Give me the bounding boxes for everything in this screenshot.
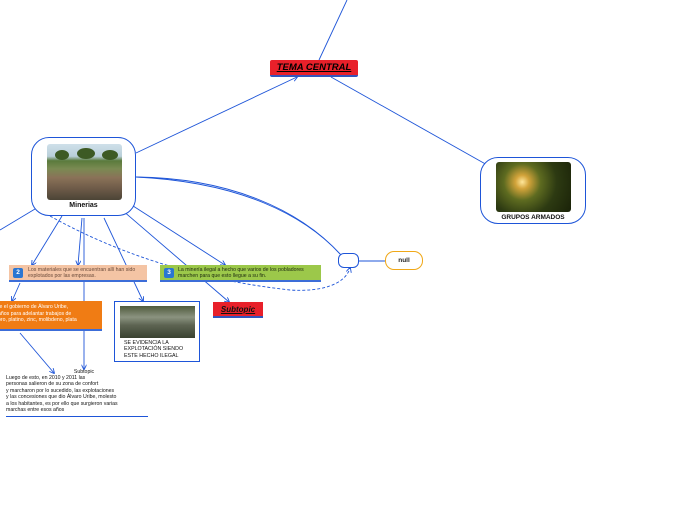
link-mineria-subred <box>121 209 229 302</box>
link-central-mineria <box>135 77 297 154</box>
link-pink-orange <box>12 282 21 301</box>
evidence-photo-box[interactable]: SE EVIDENCIA LA EXPLOTACIÓN SIENDO ESTE … <box>114 301 200 362</box>
uribe-note-text: te el gobierno de Álvaro Uribe, años par… <box>0 304 77 323</box>
illegal-mining-note[interactable]: 3 La minería ilegal a hecho que varios d… <box>160 265 321 282</box>
materials-note[interactable]: 2 Los materiales que se encuentran allí … <box>9 265 147 282</box>
evidence-text: SE EVIDENCIA LA EXPLOTACIÓN SIENDO ESTE … <box>124 340 184 359</box>
link-mineria-photo <box>103 217 143 301</box>
link-mineria-bubble <box>135 176 341 255</box>
illegal-mining-note-text: La minería ilegal a hecho que varios de … <box>178 267 304 279</box>
armed-groups-photo <box>496 162 571 212</box>
link-top <box>318 0 348 61</box>
priority-3-badge: 3 <box>164 268 174 278</box>
subtopic-small[interactable]: Subtopic <box>73 369 95 375</box>
central-topic[interactable]: TEMA CENTRAL <box>270 60 358 77</box>
armados-topic[interactable]: GRUPOS ARMADOS <box>480 157 586 224</box>
link-mineria-pink <box>32 215 63 265</box>
mineria-topic[interactable]: Minerias <box>31 137 136 216</box>
mineria-label: Minerias <box>69 202 98 209</box>
empty-topic[interactable] <box>338 253 359 268</box>
mining-photo <box>47 144 122 200</box>
link-mineria-bubble-2 <box>135 176 343 257</box>
materials-note-text: Los materiales que se encuentran allí ha… <box>28 267 136 279</box>
evidence-photo <box>120 306 195 338</box>
null-topic[interactable]: null <box>385 251 423 270</box>
uribe-note[interactable]: te el gobierno de Álvaro Uribe, años par… <box>0 301 102 331</box>
priority-2-badge: 2 <box>13 268 23 278</box>
link-mineria-green <box>129 203 225 265</box>
link-central-armados <box>330 76 489 166</box>
link-dashed <box>49 215 350 291</box>
link-mineria-left <box>0 205 41 231</box>
armados-label: GRUPOS ARMADOS <box>501 214 565 221</box>
link-mineria-pink-2 <box>78 217 83 265</box>
link-orange-plain <box>19 332 54 373</box>
subtopic-red[interactable]: Subtopic <box>213 302 263 318</box>
marches-text[interactable]: Luego de esto, en 2010 y 2011 las person… <box>6 375 148 418</box>
